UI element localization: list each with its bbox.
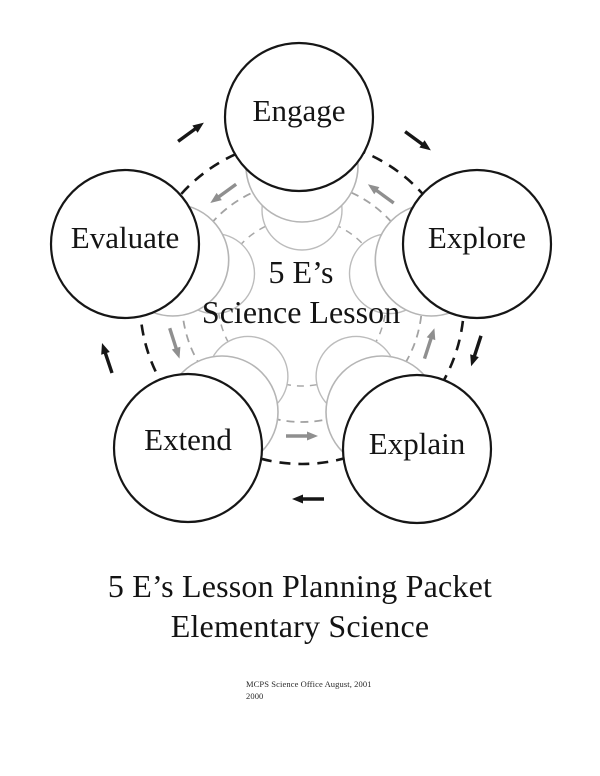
- counterclockwise-arrow-icon: [210, 182, 238, 203]
- counterclockwise-arrow-icon: [422, 328, 436, 360]
- stage-label-explore: Explore: [428, 220, 526, 255]
- stage-label-extend: Extend: [144, 422, 232, 457]
- counterclockwise-arrow-icon: [168, 327, 181, 359]
- stage-circle-extend: [112, 372, 264, 524]
- clockwise-arrow-icon: [177, 122, 204, 143]
- diagram-center-title-line1: 5 E’s: [269, 254, 334, 290]
- footer-line1: MCPS Science Office August, 2001: [246, 679, 372, 689]
- stage-circle-engage: [223, 41, 375, 193]
- packet-title-block: 5 E’s Lesson Planning Packet Elementary …: [0, 566, 600, 646]
- footer-line2: 2000: [246, 690, 264, 700]
- packet-subtitle: Elementary Science: [170, 608, 430, 644]
- stage-circle-explore: [401, 168, 553, 320]
- stage-circle-evaluate: [49, 168, 201, 320]
- clockwise-arrow-icon: [101, 343, 114, 374]
- counterclockwise-arrow-icon: [286, 431, 318, 441]
- footer-note: MCPS Science Office August, 2001 2000: [246, 679, 466, 699]
- packet-title: 5 E’s Lesson Planning Packet: [107, 568, 493, 604]
- stage-label-explain: Explain: [369, 426, 466, 461]
- stage-circle-explain: [341, 373, 493, 525]
- five-e-cycle-diagram: Engage Explore Explain Extend Evaluate 5…: [49, 41, 553, 525]
- stage-label-evaluate: Evaluate: [71, 220, 179, 255]
- clockwise-arrow-icon: [404, 130, 431, 151]
- counterclockwise-arrow-icon: [367, 184, 395, 205]
- clockwise-arrow-icon: [292, 494, 324, 504]
- stage-label-engage: Engage: [253, 93, 346, 128]
- clockwise-arrow-icon: [470, 335, 483, 367]
- diagram-center-title-line2: Science Lesson: [202, 294, 400, 330]
